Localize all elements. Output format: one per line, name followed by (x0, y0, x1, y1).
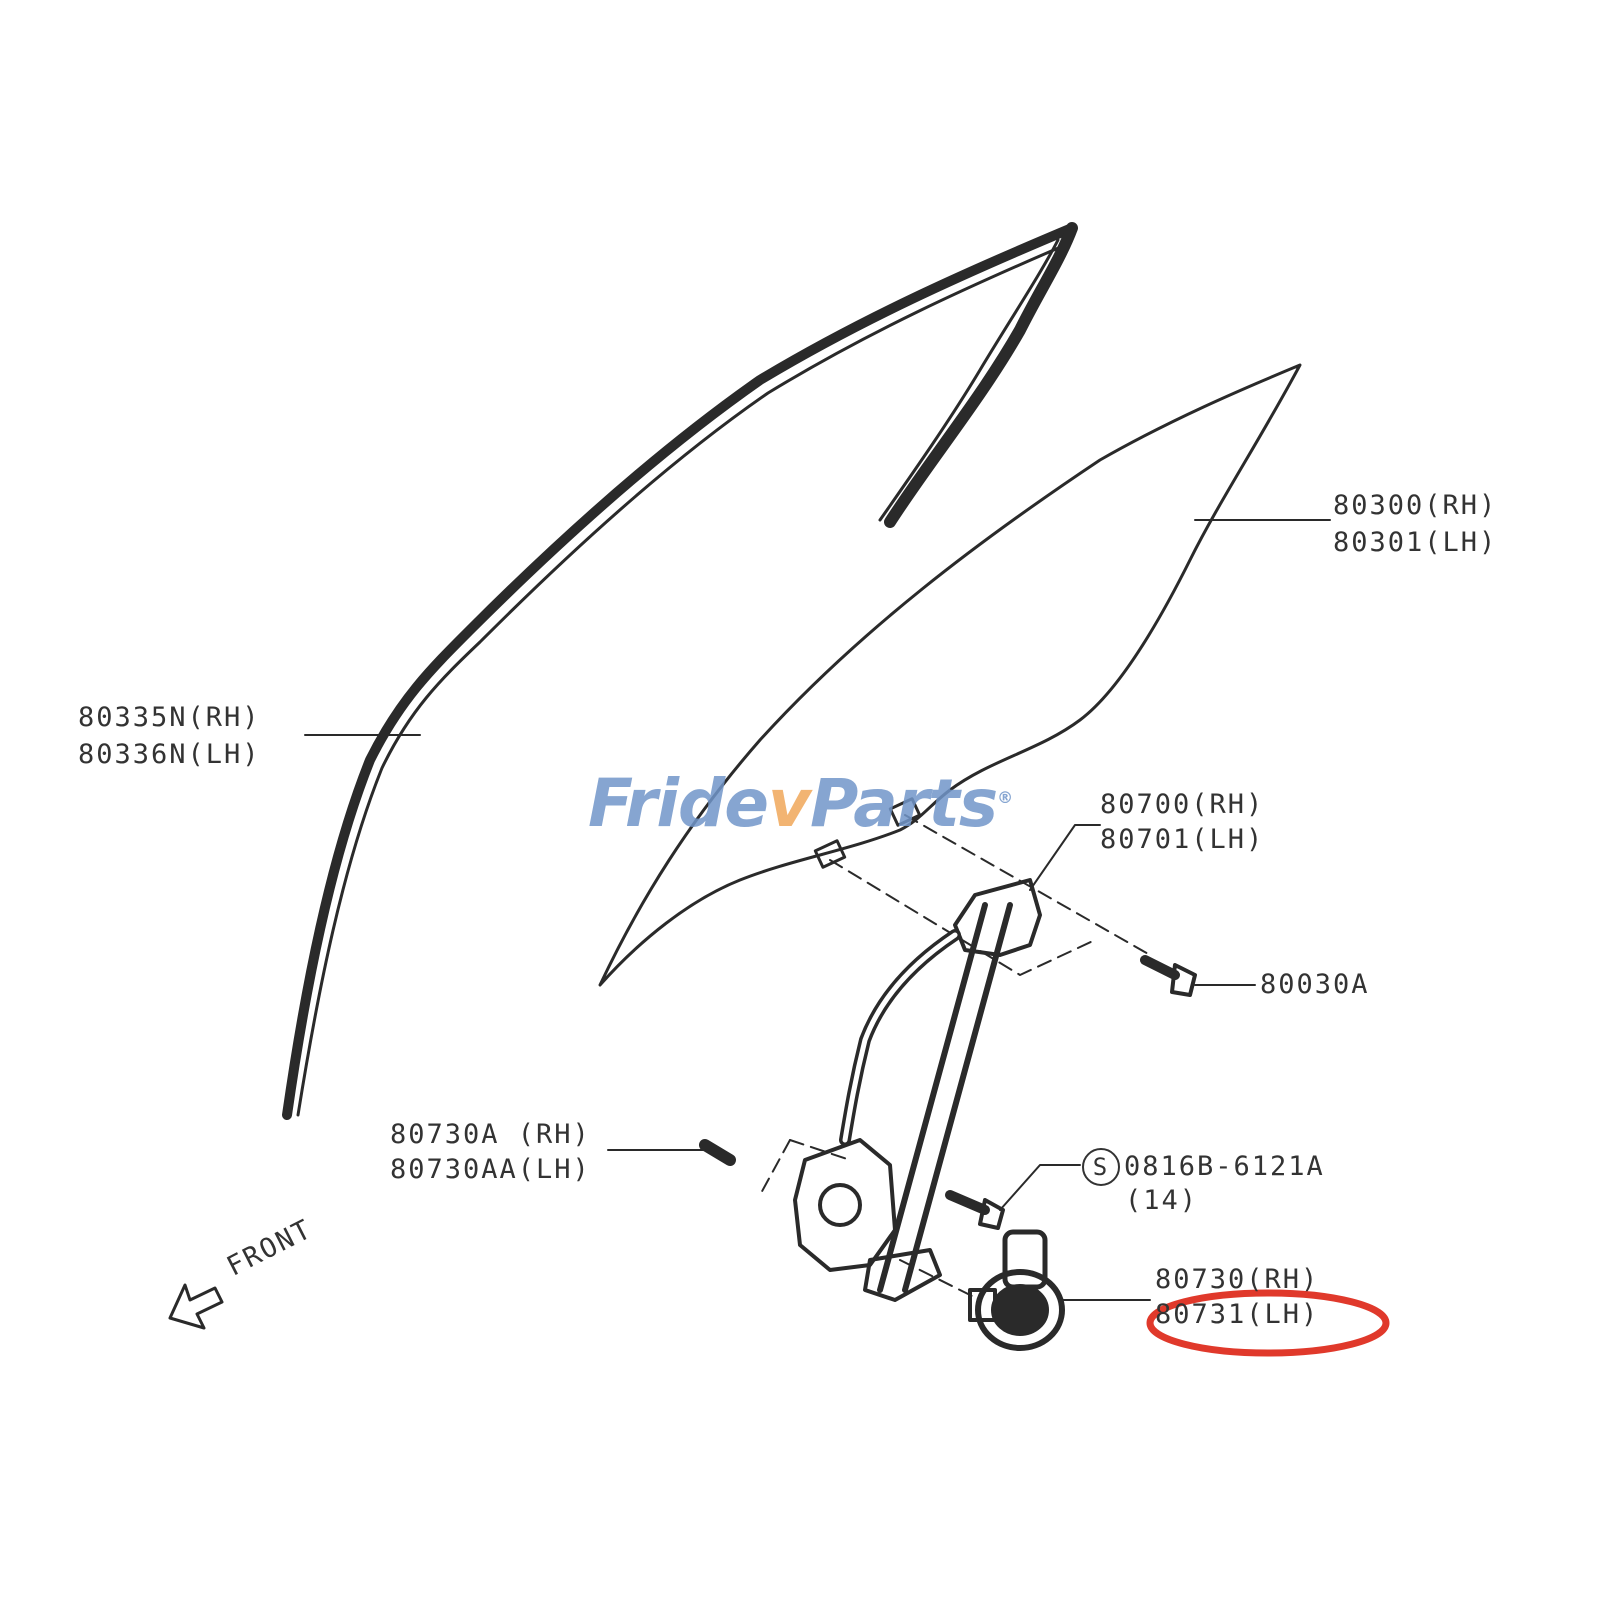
watermark-logo: FridevParts® (588, 765, 1013, 842)
window-motor (968, 1229, 1065, 1351)
regulator-drum (818, 1183, 862, 1227)
door-glass (598, 363, 1302, 987)
watermark-part1: Fride (588, 765, 769, 842)
assembly-line-1 (829, 859, 1096, 976)
sash-front-branch-inner (878, 238, 1060, 522)
regulator-rail (877, 902, 988, 1293)
label-glass-rh: 80300(RH) (1333, 490, 1498, 521)
label-motor-rh: 80730(RH) (1155, 1264, 1320, 1295)
label-glass-lh: 80301(LH) (1333, 527, 1498, 558)
sash-front-branch (884, 222, 1078, 528)
regulator-bottom-bracket (863, 1248, 942, 1302)
sash-channel-outer (282, 223, 1077, 1120)
label-bracket-rh: 80730A (RH) (390, 1119, 591, 1150)
screw-0816b (945, 1190, 1005, 1230)
regulator-rail-inner (902, 902, 1013, 1293)
label-motor-lh: 80731(LH) (1155, 1299, 1320, 1330)
regulator-cable (839, 929, 961, 1146)
bolt-bracket (699, 1139, 736, 1166)
label-screw-qty: (14) (1125, 1185, 1199, 1216)
label-regulator-lh: 80701(LH) (1100, 824, 1265, 855)
highlight-circle (1146, 1289, 1390, 1357)
label-bracket-lh: 80730AA(LH) (390, 1154, 591, 1185)
label-bolt: 80030A (1260, 969, 1370, 1000)
watermark-part2: v (768, 765, 811, 842)
watermark-mark: ® (997, 788, 1013, 807)
label-regulator-rh: 80700(RH) (1100, 789, 1265, 820)
assembly-line-3 (759, 1139, 791, 1196)
glass-clip-right (888, 797, 922, 827)
bolt-80030a (1140, 955, 1197, 997)
label-screw-id: 0816B-6121A (1124, 1151, 1325, 1182)
regulator-drum-housing (793, 1138, 897, 1272)
label-sash-rh: 80335N(RH) (78, 702, 261, 733)
assembly-line-4 (789, 1139, 851, 1161)
assembly-line-2 (904, 814, 1151, 956)
label-sash-lh: 80336N(LH) (78, 739, 261, 770)
leader-screw (999, 1164, 1081, 1211)
front-arrow-icon (168, 1283, 224, 1330)
sash-channel-inner (296, 241, 1072, 1117)
watermark-part3: Parts (810, 765, 998, 842)
regulator-cable-core (842, 932, 958, 1143)
screw-symbol-icon: S (1082, 1148, 1120, 1186)
leader-regulator (1029, 824, 1101, 891)
regulator-top-bracket (953, 878, 1042, 957)
